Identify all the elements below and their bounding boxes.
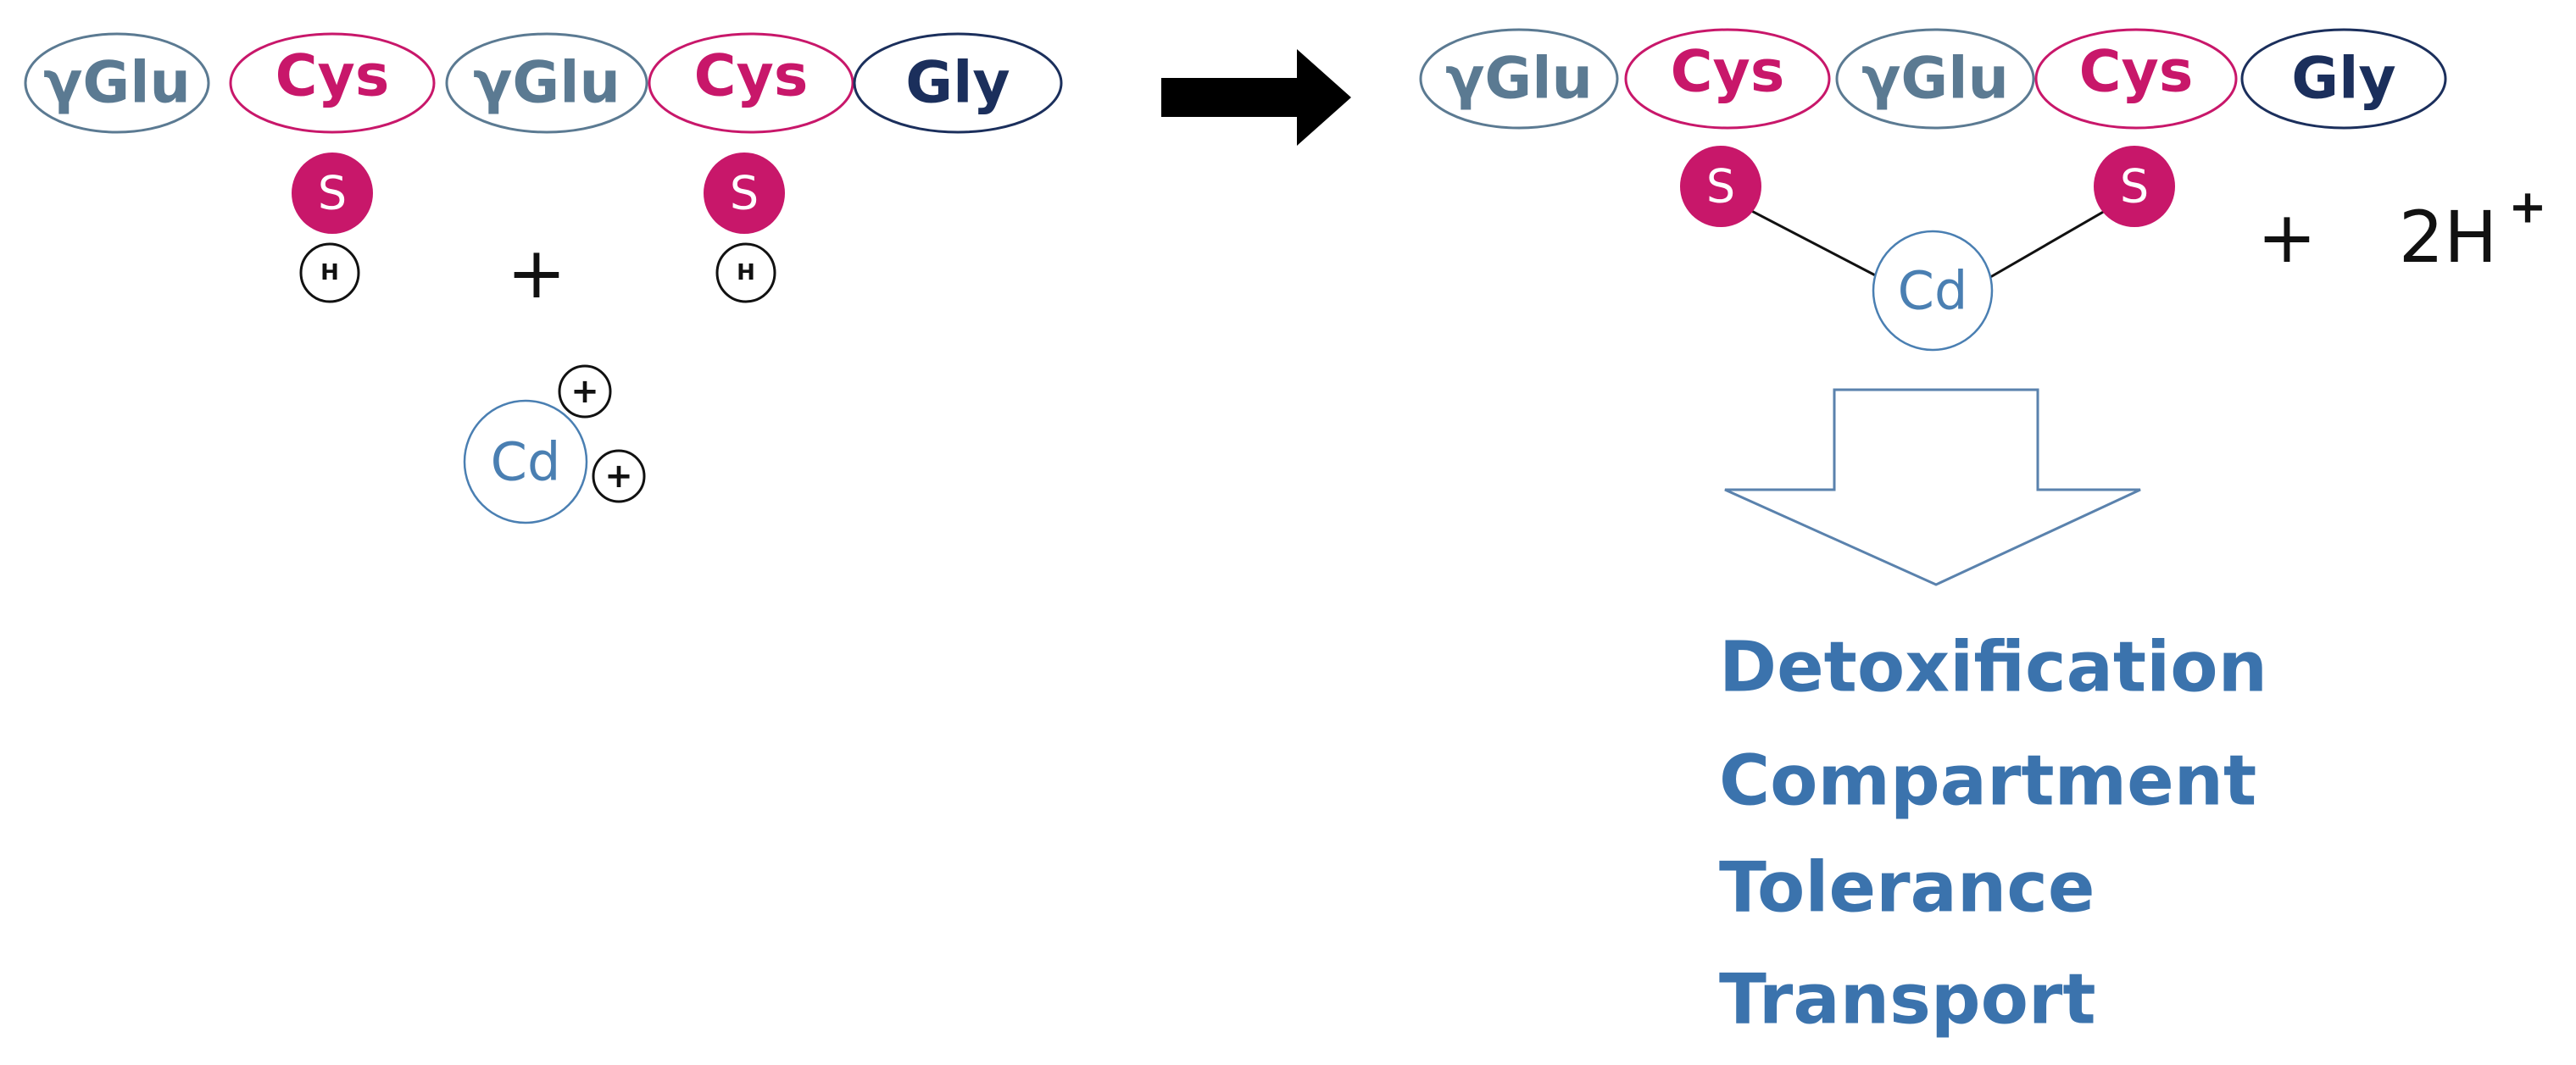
cadmium-label: Cd — [491, 431, 561, 493]
cadmium-thiolate-complex: S S Cd — [1680, 146, 2175, 352]
protons-label: 2H — [2399, 196, 2498, 279]
reactant-residue-5: Gly — [853, 32, 1063, 134]
cadmium-ion: Cd + + — [463, 364, 646, 524]
residue-label: γGlu — [1861, 46, 2009, 113]
reactant-residue-4: Cys — [648, 32, 854, 134]
hydrogen-label: H — [320, 260, 339, 286]
reactant-residue-2: Cys — [229, 32, 436, 134]
outcome-item-detoxification: Detoxification — [1719, 628, 2267, 708]
sulfur-atom — [2094, 146, 2175, 227]
positive-charge-symbol: + — [570, 372, 599, 411]
outcomes-list: Detoxification Compartment Tolerance Tra… — [1719, 628, 2267, 1040]
sulfur-atom — [292, 153, 373, 234]
residue-label: γGlu — [1445, 46, 1593, 113]
sulfur-atom — [1680, 146, 1761, 227]
reactant-peptide-chain: γGlu Cys γGlu Cys Gly — [24, 32, 1063, 134]
product-residue-1: γGlu — [1419, 28, 1619, 130]
residue-oval — [2034, 28, 2238, 130]
product-residue-5: Gly — [2240, 28, 2447, 130]
residue-label: Cys — [1671, 39, 1785, 106]
reactant-thiol-group-1: S H — [292, 153, 373, 303]
positive-charge-2 — [592, 449, 646, 503]
protons-released: 2H + — [2399, 180, 2547, 280]
residue-oval — [648, 32, 854, 134]
residue-oval — [1835, 28, 2035, 130]
residue-oval — [229, 32, 436, 134]
residue-label: Cys — [275, 43, 390, 110]
residue-oval — [445, 32, 648, 134]
reactant-thiol-group-2: S H — [704, 153, 785, 303]
residue-label: γGlu — [43, 50, 191, 117]
hydrogen-label: H — [737, 260, 755, 286]
sulfur-label: S — [730, 167, 759, 220]
cadmium-label: Cd — [1898, 260, 1968, 322]
residue-label: Gly — [2291, 46, 2395, 113]
reactant-plus-sign: + — [507, 231, 566, 314]
hydrogen-atom — [299, 242, 360, 303]
positive-charge-symbol: + — [604, 457, 633, 496]
residue-label: γGlu — [473, 50, 620, 117]
positive-charge-1 — [558, 364, 612, 419]
right-arrow-icon — [1161, 49, 1351, 146]
residue-oval — [853, 32, 1063, 134]
residue-oval — [1624, 28, 1831, 130]
cadmium-atom — [1872, 230, 1994, 352]
product-residue-2: Cys — [1624, 28, 1831, 130]
product-peptide-chain: γGlu Cys γGlu Cys Gly — [1419, 28, 2447, 130]
product-residue-3: γGlu — [1835, 28, 2035, 130]
reactant-residue-1: γGlu — [24, 32, 210, 134]
residue-oval — [2240, 28, 2447, 130]
cadmium-atom — [463, 399, 588, 524]
product-plus-sign: + — [2257, 196, 2317, 279]
hollow-down-arrow-icon — [1724, 388, 2141, 586]
reactant-residue-3: γGlu — [445, 32, 648, 134]
outcome-item-transport: Transport — [1719, 960, 2096, 1040]
outcome-item-tolerance: Tolerance — [1719, 848, 2095, 929]
product-residue-4: Cys — [2034, 28, 2238, 130]
protons-charge: + — [2508, 180, 2546, 234]
sulfur-label: S — [1706, 160, 1735, 214]
residue-label: Gly — [905, 50, 1010, 117]
residue-oval — [1419, 28, 1619, 130]
sulfur-label: S — [2120, 160, 2149, 214]
sulfur-atom — [704, 153, 785, 234]
residue-oval — [24, 32, 210, 134]
hydrogen-atom — [715, 242, 776, 303]
residue-label: Cys — [694, 43, 809, 110]
residue-label: Cys — [2079, 39, 2194, 106]
sulfur-label: S — [318, 167, 347, 220]
outcome-item-compartment: Compartment — [1719, 741, 2256, 822]
